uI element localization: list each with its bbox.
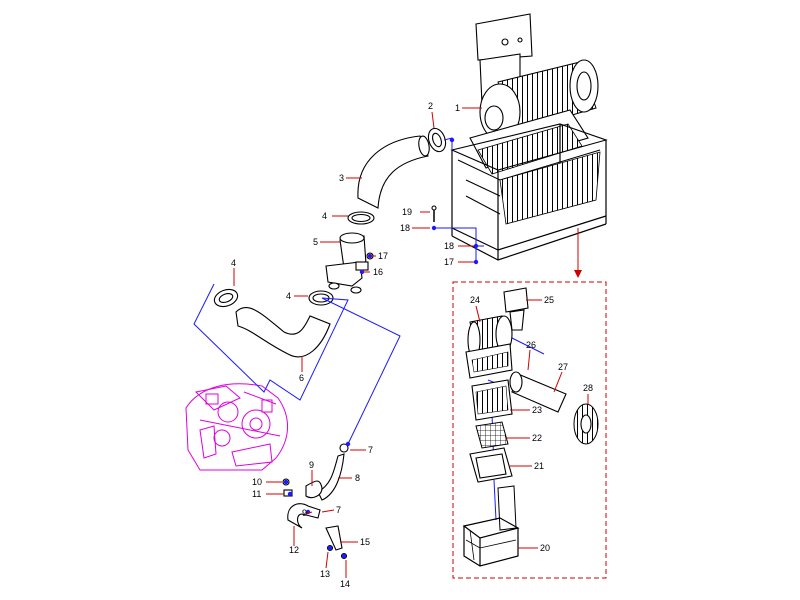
callout-13: 13 [320, 569, 330, 579]
callout-21: 21 [534, 461, 544, 471]
engine-outline [185, 383, 289, 471]
callout-labels: 1 2 3 4 5 17 16 4 4 6 7 8 9 10 11 9 7 12… [231, 101, 593, 589]
callout-20: 20 [540, 543, 550, 553]
detail-hood-25 [503, 287, 529, 331]
hose-12 [287, 503, 321, 529]
callout-22: 22 [532, 433, 542, 443]
callout-27: 27 [558, 362, 568, 372]
callout-9-upper: 9 [309, 460, 314, 470]
callout-11: 11 [252, 489, 261, 499]
callout-2: 2 [428, 101, 433, 111]
detail-element-27 [509, 371, 567, 413]
detail-tray-21 [469, 447, 513, 483]
callout-16: 16 [373, 267, 383, 277]
bracket-15 [325, 525, 343, 551]
bolt-19 [431, 205, 437, 222]
callout-19: 19 [402, 207, 412, 217]
callout-15: 15 [360, 537, 370, 547]
callout-26: 26 [526, 340, 536, 350]
hose-elbow-6 [235, 307, 331, 358]
detail-view-arrow [574, 228, 582, 278]
callout-leaders [233, 107, 589, 578]
clamp-2 [427, 127, 447, 153]
callout-1: 1 [455, 103, 460, 113]
detail-element-23 [471, 379, 513, 421]
callout-4-middle: 4 [286, 291, 291, 301]
detail-filter-housing-24 [465, 315, 513, 379]
callout-4-left: 4 [231, 258, 236, 268]
callout-4-upper: 4 [322, 211, 327, 221]
hose-elbow-3 [357, 135, 430, 209]
clamp-4-middle [308, 290, 334, 306]
detail-frame-20 [462, 485, 520, 567]
callout-8: 8 [355, 473, 360, 483]
callout-17-lower: 17 [444, 257, 454, 267]
callout-18-upper: 18 [400, 223, 410, 233]
callout-17-upper: 17 [378, 251, 388, 261]
detail-cap-28 [573, 403, 599, 445]
pipe-8 [317, 443, 349, 501]
callout-10: 10 [252, 477, 262, 487]
callout-18-lower: 18 [444, 241, 454, 251]
callout-7-lower: 7 [336, 505, 341, 515]
tube-5 [325, 232, 367, 294]
air-cleaner-assembly [450, 13, 608, 261]
callout-25: 25 [544, 295, 554, 305]
detail-screen-22 [475, 421, 509, 449]
callout-3: 3 [339, 173, 344, 183]
detail-view-border [452, 281, 607, 579]
hose-9 [305, 480, 323, 499]
callout-28: 28 [583, 383, 593, 393]
callout-5: 5 [313, 237, 318, 247]
clamp-4-left [213, 288, 239, 308]
callout-24: 24 [470, 295, 480, 305]
callout-7-upper: 7 [368, 445, 373, 455]
callout-12: 12 [289, 545, 299, 555]
callout-14: 14 [340, 579, 350, 589]
clamp-4-upper [347, 211, 375, 225]
callout-6: 6 [299, 373, 304, 383]
callout-9-lower: 9 [302, 508, 307, 518]
callout-23: 23 [532, 405, 542, 415]
